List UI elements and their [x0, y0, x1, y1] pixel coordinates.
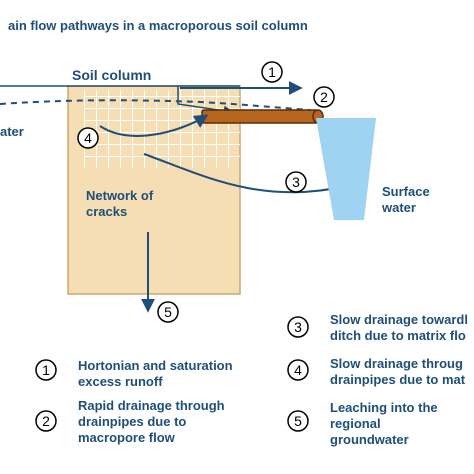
- legend-item-4-line2: drainpipes due to mat: [330, 372, 466, 387]
- legend-item-1-line1: Hortonian and saturation: [78, 358, 233, 373]
- groundwater-table-line: [0, 99, 311, 111]
- marker-5: 5: [157, 301, 179, 323]
- crack-network-grid: [84, 90, 240, 168]
- svg-text:3: 3: [292, 174, 300, 190]
- legend-item-1-line2: excess runoff: [78, 374, 163, 389]
- legend-item-2-line2: drainpipes due to: [78, 414, 186, 429]
- legend-item-2-line3: macropore flow: [78, 430, 176, 445]
- marker-2: 2: [313, 86, 335, 108]
- legend-item-5-line2: regional: [330, 416, 381, 431]
- legend-item-5-line1: Leaching into the: [330, 400, 438, 415]
- legend-item-5: 5 Leaching into the regional groundwater: [287, 400, 438, 447]
- svg-text:2: 2: [320, 89, 328, 105]
- svg-text:2: 2: [42, 413, 50, 429]
- groundwater-label: ater: [0, 124, 24, 139]
- soil-column-label: Soil column: [72, 67, 151, 83]
- svg-text:4: 4: [84, 130, 92, 146]
- surface-water-ditch: [316, 118, 376, 220]
- marker-4: 4: [77, 127, 99, 149]
- surface-water-label-line1: Surface: [382, 184, 430, 199]
- legend-item-3-line2: ditch due to matrix flo: [330, 328, 466, 343]
- cracks-label-line1: Network of: [86, 188, 154, 203]
- cracks-label-line2: cracks: [86, 204, 127, 219]
- diagram-title: ain flow pathways in a macroporous soil …: [8, 18, 308, 33]
- svg-text:4: 4: [294, 362, 302, 378]
- marker-3: 3: [285, 171, 307, 193]
- drainpipe-matrix-flow-arrow: [99, 114, 209, 137]
- legend-item-4: 4 Slow drainage throug drainpipes due to…: [287, 356, 466, 387]
- legend-item-2-line1: Rapid drainage through: [78, 398, 225, 413]
- svg-text:1: 1: [268, 64, 276, 80]
- svg-text:3: 3: [294, 319, 302, 335]
- legend-item-3-line1: Slow drainage towardl: [330, 312, 468, 327]
- drainpipe: [201, 109, 319, 124]
- svg-text:5: 5: [294, 413, 302, 429]
- svg-text:1: 1: [42, 362, 50, 378]
- legend-item-5-line3: groundwater: [330, 432, 409, 447]
- legend-item-4-line1: Slow drainage throug: [330, 356, 463, 371]
- marker-1: 1: [261, 61, 283, 83]
- svg-text:5: 5: [164, 304, 172, 320]
- legend-item-3: 3 Slow drainage towardl ditch due to mat…: [287, 312, 468, 343]
- legend-item-1: 1 Hortonian and saturation excess runoff: [35, 358, 233, 389]
- surface-water-label-line2: water: [381, 200, 416, 215]
- legend-item-2: 2 Rapid drainage through drainpipes due …: [35, 398, 225, 445]
- ditch-matrix-flow-arrow: [143, 153, 349, 196]
